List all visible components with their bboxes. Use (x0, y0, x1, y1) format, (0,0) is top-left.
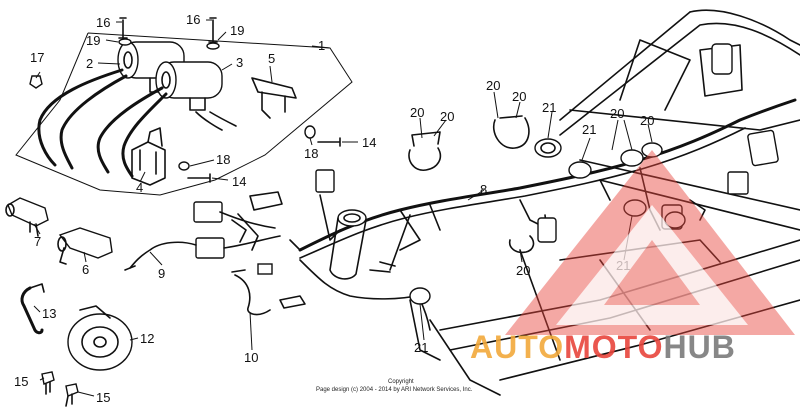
watermark-hub: HUB (663, 329, 735, 365)
automotohub-watermark: AUTOMOTOHUB (470, 150, 795, 365)
watermark-triangle-core (604, 240, 700, 305)
callout-21-b: 21 (582, 122, 596, 137)
callout-9: 9 (158, 266, 165, 281)
copyright-line-2: Page design (c) 2004 - 2014 by ARI Netwo… (316, 387, 473, 393)
callout-15-right: 15 (96, 390, 110, 405)
callout-20-b: 20 (440, 109, 454, 124)
callout-8: 8 (480, 182, 487, 197)
callout-14-middle: 14 (362, 135, 376, 150)
callout-15-left: 15 (14, 374, 28, 389)
callout-16-right: 16 (186, 12, 200, 27)
callout-20-f: 20 (640, 113, 654, 128)
horn-bracket (20, 283, 45, 335)
callout-21-d: 21 (414, 340, 428, 355)
callout-20-e: 20 (610, 106, 624, 121)
callout-20-a: 20 (410, 105, 424, 120)
callout-19-right: 19 (230, 23, 244, 38)
callout-2: 2 (86, 56, 93, 71)
svg-text:AUTOMOTOHUB: AUTOMOTOHUB (470, 329, 736, 365)
callout-21-a: 21 (542, 100, 556, 115)
callout-13: 13 (42, 306, 56, 321)
coil-mount-bracket (251, 77, 297, 119)
spark-plug-caps (5, 197, 113, 265)
bolts-15 (41, 371, 79, 407)
leader-lines (33, 19, 653, 397)
watermark-triangle-inner (556, 205, 748, 325)
callout-1: 1 (318, 38, 325, 53)
callout-5: 5 (268, 51, 275, 66)
horn (67, 305, 133, 371)
callout-14-lower: 14 (232, 174, 246, 189)
watermark-triangle-logo (505, 150, 795, 335)
callout-18-middle: 18 (304, 146, 318, 161)
callout-18-lower: 18 (216, 152, 230, 167)
ignition-coil-group (15, 17, 353, 196)
nut-17 (29, 75, 43, 89)
callout-17: 17 (30, 50, 44, 65)
callout-16-left: 16 (96, 15, 110, 30)
harness-clamps (408, 115, 686, 305)
callout-19-left: 19 (86, 33, 100, 48)
frame-and-main-harness (279, 9, 800, 396)
ground-cable (231, 263, 273, 316)
hardware-items (29, 75, 341, 183)
sub-harness (124, 191, 283, 271)
callout-3: 3 (236, 55, 243, 70)
callout-10: 10 (244, 350, 258, 365)
watermark-auto: AUTO (470, 329, 564, 365)
copyright-line-1: Copyright (388, 379, 414, 385)
callout-20-c: 20 (486, 78, 500, 93)
callout-6: 6 (82, 262, 89, 277)
coil-bracket (131, 127, 166, 186)
callout-7: 7 (34, 234, 41, 249)
callout-12: 12 (140, 331, 154, 346)
callout-20-g: 20 (516, 263, 530, 278)
harness-sleeve (329, 209, 367, 280)
callout-20-d: 20 (512, 89, 526, 104)
watermark-moto: MOTO (564, 329, 663, 365)
callout-4: 4 (136, 180, 143, 195)
ignition-coil-right (155, 61, 223, 111)
